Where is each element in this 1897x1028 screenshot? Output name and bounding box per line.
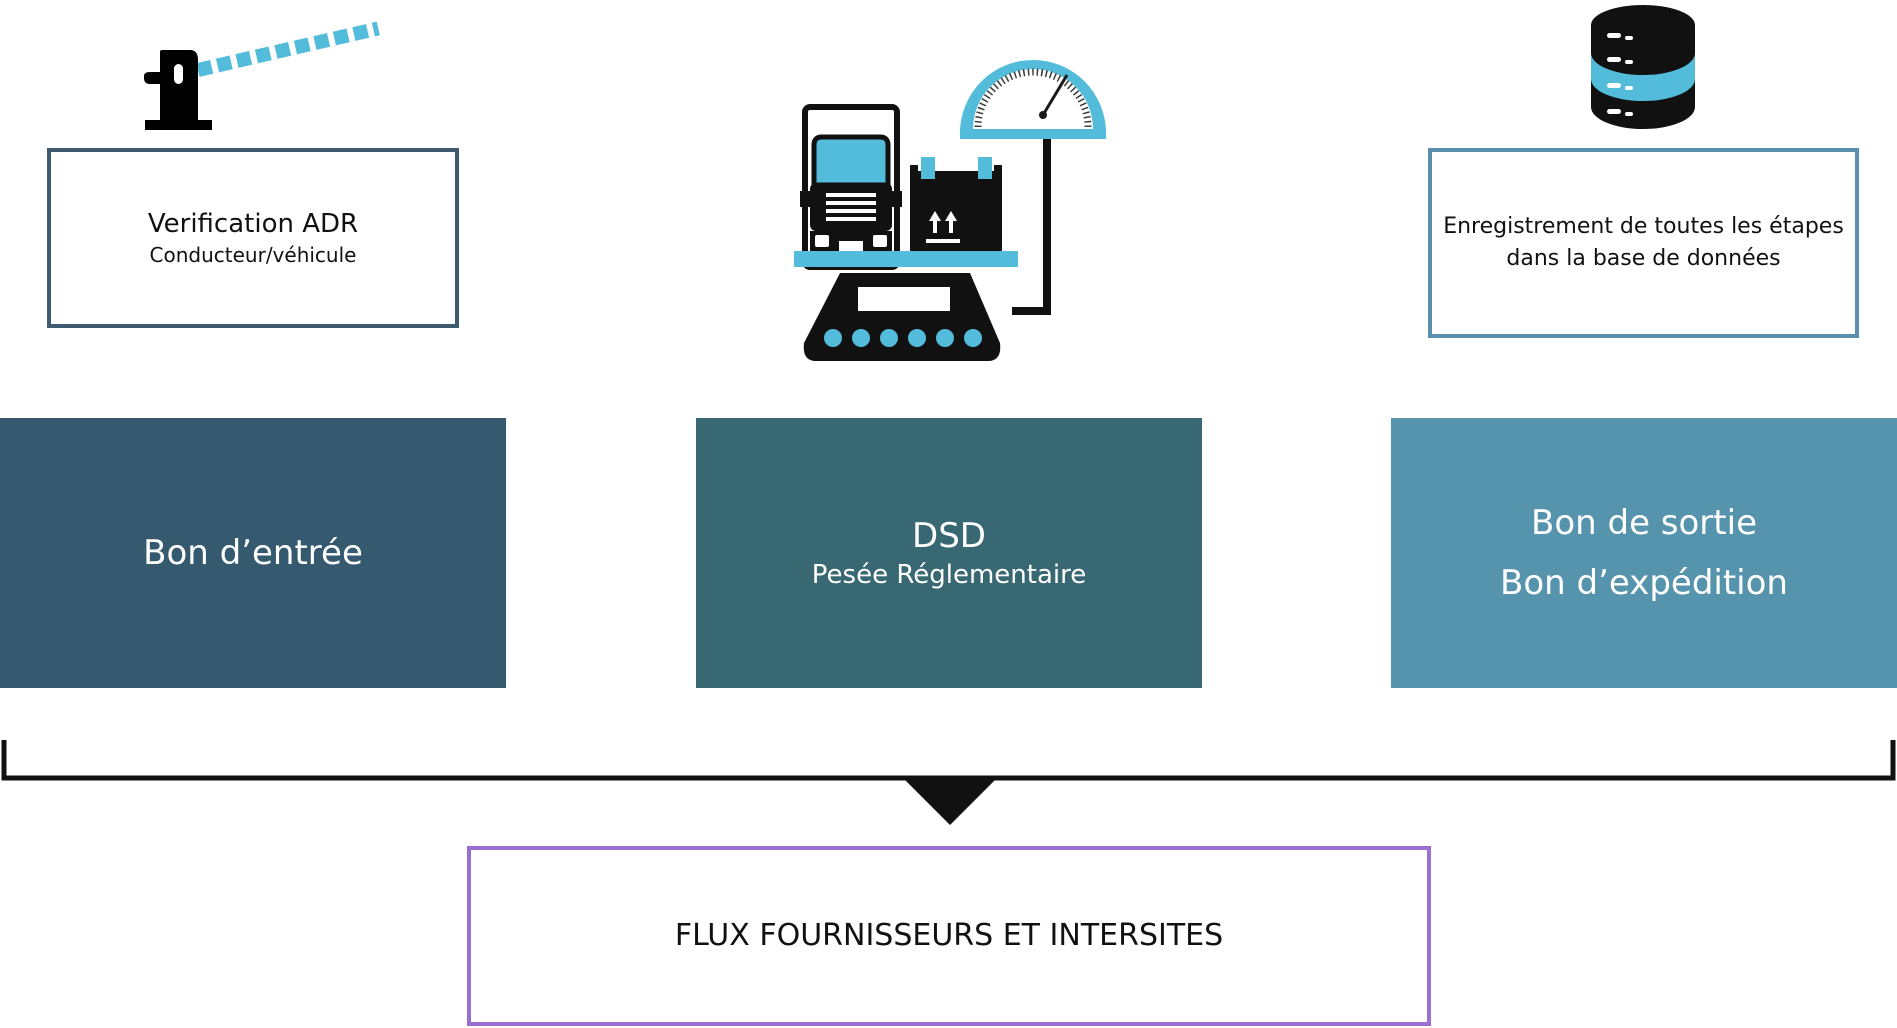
flux-fournisseurs-box: FLUX FOURNISSEURS ET INTERSITES xyxy=(467,846,1431,1026)
flux-fournisseurs-label: FLUX FOURNISSEURS ET INTERSITES xyxy=(674,918,1224,953)
entry-voucher-block: Bon d’entrée xyxy=(0,418,506,688)
truck-weighing-scale-icon xyxy=(790,45,1140,365)
entry-voucher-label: Bon d’entrée xyxy=(143,533,363,573)
barrier-gate-icon xyxy=(138,10,388,132)
exit-voucher-line1: Bon de sortie xyxy=(1531,503,1757,543)
adr-title: Verification ADR xyxy=(147,209,359,239)
database-record-line1: Enregistrement de toutes les étapes xyxy=(1443,214,1844,239)
database-record-line2: dans la base de données xyxy=(1506,246,1781,271)
dsd-block: DSD Pesée Réglementaire xyxy=(696,418,1202,688)
database-icon xyxy=(1589,3,1697,133)
bracket-connector xyxy=(0,740,1897,830)
adr-subtitle: Conducteur/véhicule xyxy=(149,243,357,267)
exit-voucher-block: Bon de sortie Bon d’expédition xyxy=(1391,418,1897,688)
dsd-title: DSD xyxy=(912,516,986,556)
adr-verification-box: Verification ADR Conducteur/véhicule xyxy=(47,148,459,328)
database-record-box: Enregistrement de toutes les étapes dans… xyxy=(1428,148,1859,338)
exit-voucher-line2: Bon d’expédition xyxy=(1500,563,1788,603)
dsd-subtitle: Pesée Réglementaire xyxy=(811,560,1087,590)
